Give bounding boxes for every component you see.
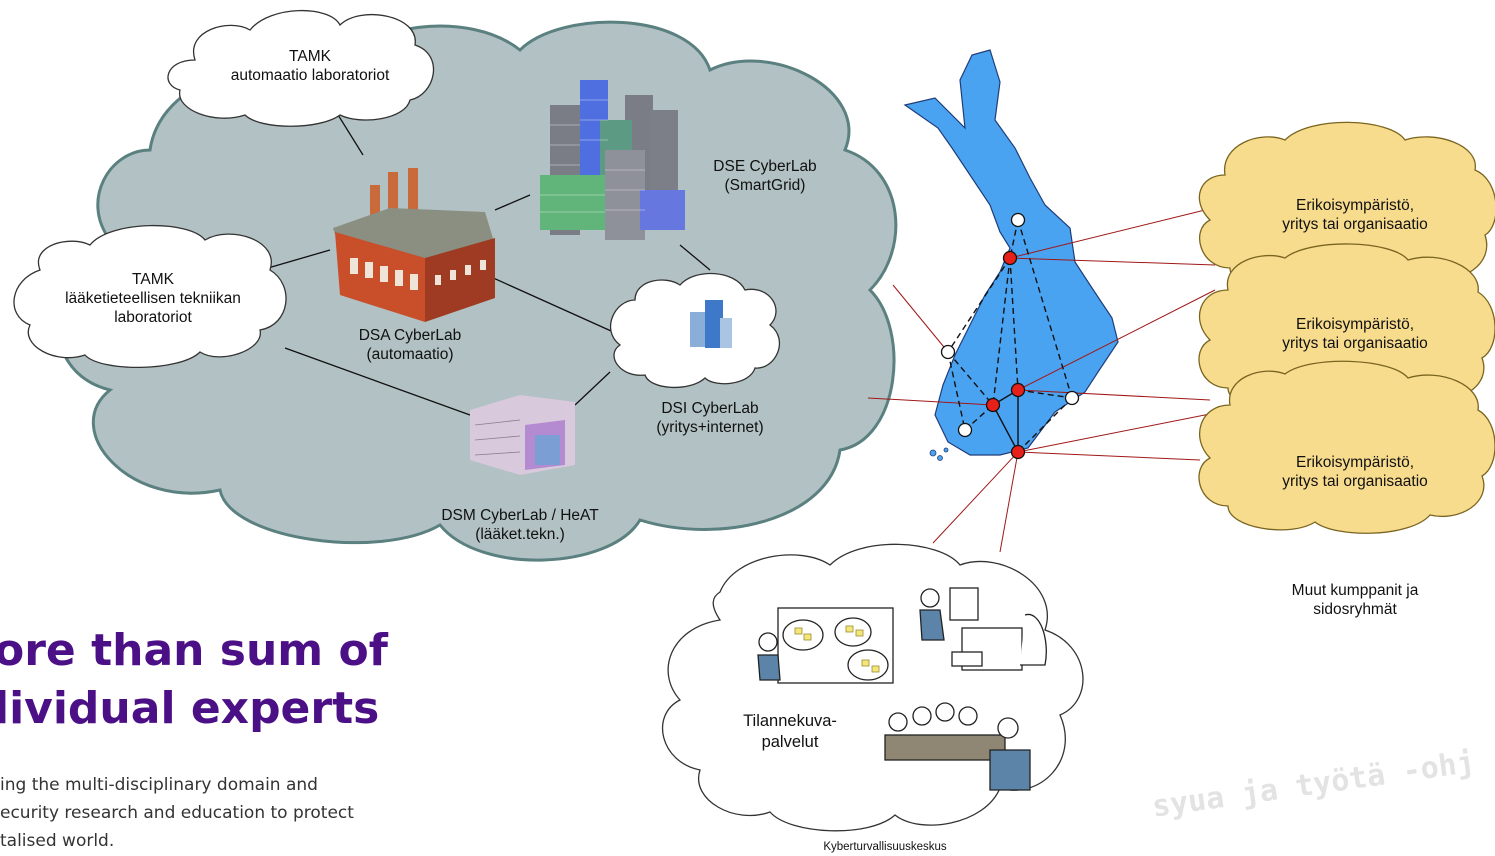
hero-text-line: ing the multi-disciplinary domain and [0,775,318,795]
partner-label-3: Erikoisympäristö, yritys tai organisaati… [1245,453,1465,491]
tamk-medical-cloud [13,224,287,369]
tamk-automation-cloud [167,9,435,127]
dse-line: DSE CyberLab [713,158,817,175]
office-building-icon [690,300,732,348]
situation-line: palvelut [761,733,819,751]
partner-cloud-1 [1198,121,1495,297]
factory-icon [333,168,495,322]
dsi-line: (yritys+internet) [656,419,764,436]
partner-line: yritys tai organisaatio [1282,216,1428,233]
hospital-building-icon [470,395,575,475]
partner-line: yritys tai organisaatio [1282,473,1428,490]
network-node-white [940,344,956,360]
partner-line: Erikoisympäristö, [1296,197,1414,214]
network-node-white [1010,212,1026,228]
tamk-automation-label: TAMK automaatio laboratoriot [195,47,425,85]
dsa-line: DSA CyberLab [358,327,462,344]
hero-title-line: ore than sum of [0,625,388,676]
tamk-medical-label: TAMK lääketieteellisen tekniikan laborat… [18,270,288,327]
dse-cyberlab-label: DSE CyberLab (SmartGrid) [690,157,840,195]
tamk-automation-line: automaatio laboratoriot [230,67,390,84]
other-partners-label: Muut kumppanit ja sidosryhmät [1245,581,1465,619]
dsm-line: (lääket.tekn.) [475,526,565,543]
aland-islands [929,447,949,461]
partner-label-1: Erikoisympäristö, yritys tai organisaati… [1245,196,1465,234]
dse-building-icon [540,80,685,240]
dsm-cyberlab-label: DSM CyberLab / HeAT (lääket.tekn.) [405,506,635,544]
network-node-red [1002,250,1018,266]
situation-awareness-icons [757,587,1047,791]
dse-line: (SmartGrid) [724,177,806,194]
other-partners-line: sidosryhmät [1313,601,1397,618]
hero-text-line: ecurity research and education to protec… [0,803,354,823]
situation-services-label: Tilannekuva- palvelut [715,711,865,753]
hero-text-line: talised world. [0,831,115,851]
tamk-medical-line: laboratoriot [114,309,192,326]
cloud-connectors [267,109,711,416]
tamk-medical-line: lääketieteellisen tekniikan [65,290,241,307]
hero-title: ore than sum of lividual experts [0,622,388,738]
hero-description: ing the multi-disciplinary domain and ec… [0,771,354,855]
partner-cloud-3 [1198,360,1495,534]
tamk-automation-line: TAMK [289,48,331,65]
partner-line: Erikoisympäristö, [1296,316,1414,333]
tamk-medical-line: TAMK [132,271,174,288]
network-node-white [1064,390,1080,406]
hero-title-line: lividual experts [0,683,380,734]
network-node-red [1010,382,1026,398]
dsm-line: DSM CyberLab / HeAT [441,507,599,524]
partner-label-2: Erikoisympäristö, yritys tai organisaati… [1245,315,1465,353]
dsi-line: DSI CyberLab [661,400,759,417]
cyber-security-center-label: Kyberturvallisuuskeskus [823,841,947,853]
other-partners-line: Muut kumppanit ja [1291,582,1419,599]
network-node-white [957,422,973,438]
dsa-cyberlab-label: DSA CyberLab (automaatio) [330,326,490,364]
dsi-cyberlab-label: DSI CyberLab (yritys+internet) [630,399,790,437]
situation-line: Tilannekuva- [743,712,837,730]
network-node-red [1010,444,1026,460]
dsa-line: (automaatio) [366,346,454,363]
network-lines [867,209,1221,553]
partner-line: yritys tai organisaatio [1282,335,1428,352]
network-node-red [985,397,1001,413]
partner-line: Erikoisympäristö, [1296,454,1414,471]
